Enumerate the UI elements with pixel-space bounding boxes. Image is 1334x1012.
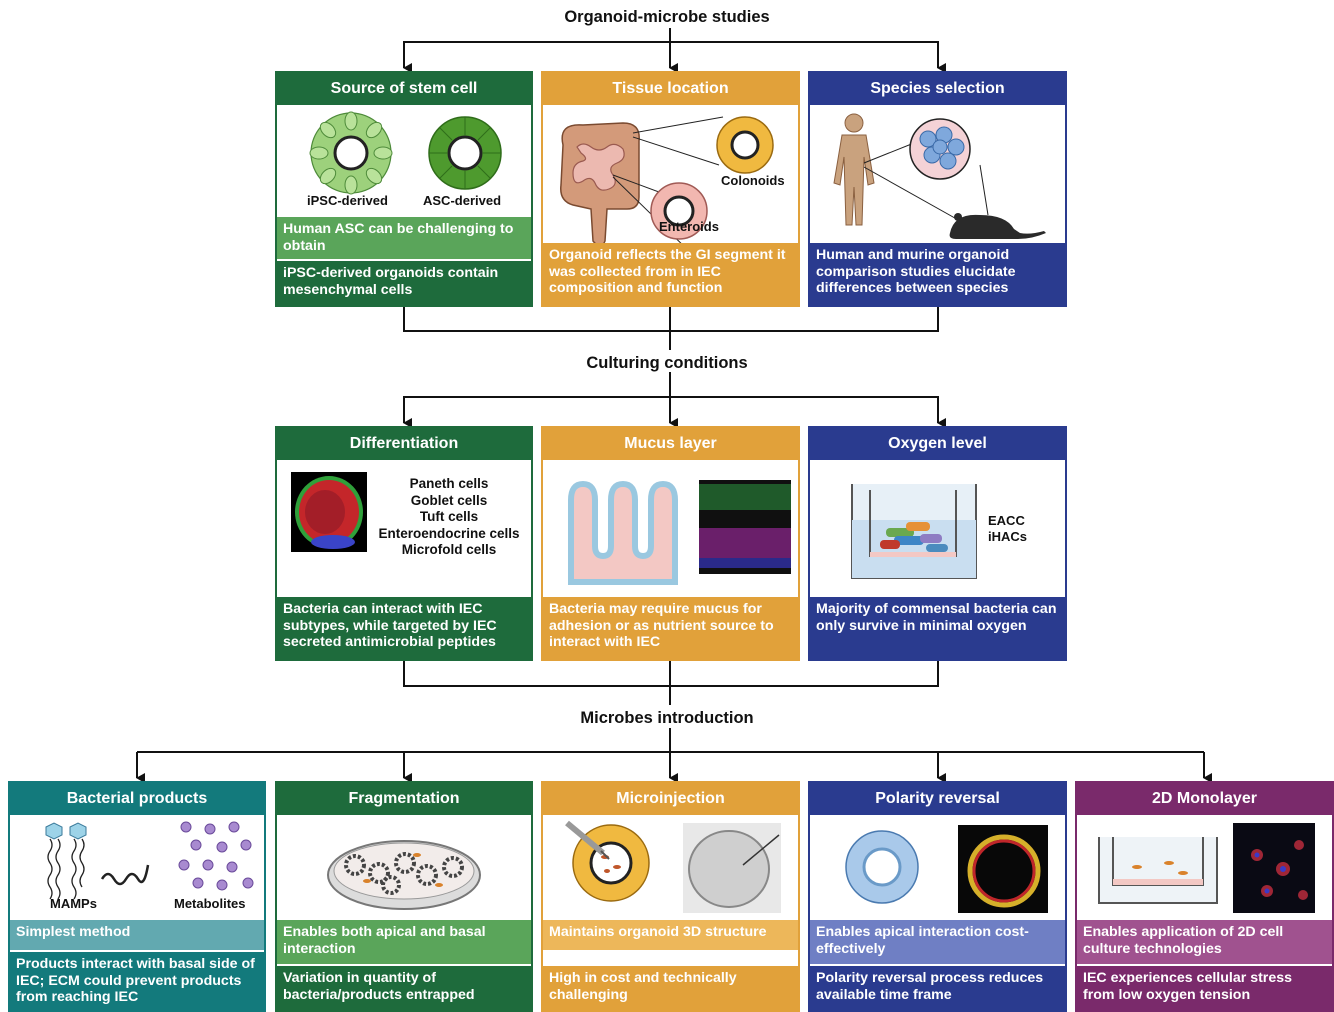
note-challenge: Human ASC can be challenging to obtain — [277, 217, 531, 259]
panel-microinjection: Microinjection Maintains organoid 3D str… — [541, 781, 800, 1012]
cell-type-list: Paneth cells Goblet cells Tuft cells Ent… — [377, 476, 521, 559]
panel-tissue-location: Tissue location Colonoids Enteroids Orga… — [541, 71, 800, 307]
fluorescence-micrograph — [291, 472, 367, 552]
panel-mucus-layer: Mucus layer Bacteria may require mucus f… — [541, 426, 800, 661]
note-simplest-method: Simplest method — [10, 920, 264, 950]
note-high-cost: High in cost and technically challenging — [543, 966, 798, 1010]
monolayer-illustration — [1098, 823, 1315, 913]
mucus-illustration — [568, 480, 791, 585]
panel-title: Mucus layer — [543, 428, 798, 460]
note-2d-technologies: Enables application of 2D cell culture t… — [1077, 920, 1332, 964]
label-mamps: MAMPs — [50, 896, 97, 911]
label-metabolites: Metabolites — [174, 896, 246, 911]
note-cellular-stress: IEC experiences cellular stress from low… — [1077, 966, 1332, 1010]
transwell-illustration — [851, 484, 977, 579]
panel-fragmentation: Fragmentation Enables both apical and ba… — [275, 781, 533, 1012]
label-asc-derived: ASC-derived — [423, 193, 502, 208]
note-species-comparison: Human and murine organoid comparison stu… — [810, 243, 1065, 305]
note-minimal-oxygen: Majority of commensal bacteria can only … — [810, 597, 1065, 659]
label-ihacs: iHACs — [988, 529, 1028, 544]
panel-title: Tissue location — [543, 73, 798, 105]
note-basal-side: Products interact with basal side of IEC… — [10, 952, 264, 1010]
panel-title: Source of stem cell — [277, 73, 531, 105]
label-enteroids: Enteroids — [659, 219, 719, 234]
panel-source-of-stem-cell: Source of stem cell — [275, 71, 533, 307]
cell-type-item: Tuft cells — [419, 509, 479, 524]
title-culturing-conditions: Culturing conditions — [586, 354, 748, 372]
note-mesenchymal: iPSC-derived organoids contain mesenchym… — [277, 261, 531, 305]
panel-title: Polarity reversal — [810, 783, 1065, 815]
panel-title: 2D Monolayer — [1077, 783, 1332, 815]
panel-species-selection: Species selection Human and murine organ… — [808, 71, 1067, 307]
panel-title: Oxygen level — [810, 428, 1065, 460]
microinjection-illustration — [565, 820, 781, 913]
panel-polarity-reversal: Polarity reversal Enables apical interac… — [808, 781, 1067, 1012]
panel-title: Bacterial products — [10, 783, 264, 815]
mamps-metabolites-illustration — [45, 821, 254, 900]
note-apical-basal: Enables both apical and basal interactio… — [277, 920, 531, 964]
petri-dish-illustration — [327, 840, 481, 910]
panel-oxygen-level: Oxygen level EACC iHACs Majority of comm… — [808, 426, 1067, 661]
panel-differentiation: Differentiation Paneth cells Goblet cell… — [275, 426, 533, 661]
note-time-frame: Polarity reversal process reduces availa… — [810, 966, 1065, 1010]
note-iec-subtypes: Bacteria can interact with IEC subtypes,… — [277, 597, 531, 659]
cell-type-item: Goblet cells — [410, 492, 488, 508]
panel-title: Differentiation — [277, 428, 531, 460]
panel-title: Fragmentation — [277, 783, 531, 815]
panel-title: Species selection — [810, 73, 1065, 105]
note-3d-structure: Maintains organoid 3D structure — [543, 920, 798, 950]
note-gi-segment: Organoid reflects the GI segment it was … — [543, 243, 798, 305]
cell-type-item: Microfold cells — [401, 542, 497, 557]
cell-type-item: Paneth cells — [409, 476, 489, 491]
panel-2d-monolayer: 2D Monolayer Enables application of 2D c… — [1075, 781, 1334, 1012]
note-apical-interaction: Enables apical interaction cost-effectiv… — [810, 920, 1065, 964]
label-ipsc-derived: iPSC-derived — [307, 193, 388, 208]
title-microbes-introduction: Microbes introduction — [580, 709, 754, 727]
panel-title: Microinjection — [543, 783, 798, 815]
label-colonoids: Colonoids — [721, 173, 785, 188]
label-eacc: EACC — [988, 513, 1025, 528]
organoid-illustration — [309, 111, 502, 195]
title-organoid-microbe-studies: Organoid-microbe studies — [564, 8, 770, 26]
note-mucus-adhesion: Bacteria may require mucus for adhesion … — [543, 597, 798, 659]
polarity-illustration — [845, 825, 1048, 913]
note-quantity-variation: Variation in quantity of bacteria/produc… — [277, 966, 531, 1010]
cell-type-item: Enteroendocrine cells — [378, 525, 520, 541]
species-illustration — [833, 113, 1046, 239]
panel-bacterial-products: Bacterial products MAMPs Metabolites Sim… — [8, 781, 266, 1012]
intestine-illustration — [560, 116, 774, 245]
